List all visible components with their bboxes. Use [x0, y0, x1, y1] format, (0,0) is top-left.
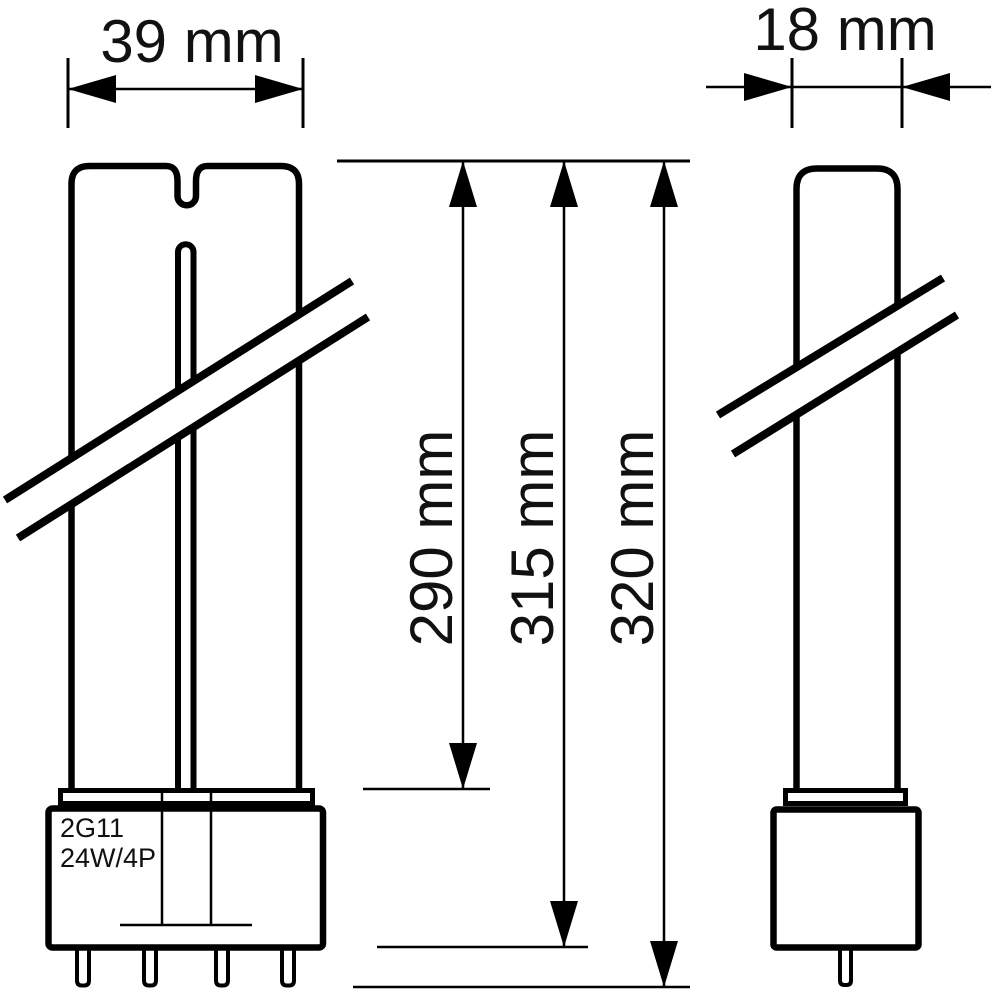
front-pin-4 — [280, 950, 296, 988]
dim18-label: 18 mm — [753, 0, 936, 63]
dimension-315mm: 315 mm — [377, 161, 588, 949]
front-tube-slot — [175, 241, 197, 790]
side-base-collar — [783, 788, 908, 806]
dimension-320mm: 320 mm — [353, 161, 690, 989]
front-base-collar — [58, 788, 315, 806]
front-break-line-lower — [15, 313, 371, 542]
front-pin-2 — [142, 950, 158, 988]
dimension-290mm: 290 mm — [363, 161, 490, 791]
dim320-arrow-down — [650, 941, 678, 987]
side-view-lamp — [715, 165, 960, 987]
dimension-39mm: 39 mm — [66, 8, 305, 128]
side-pin — [838, 950, 853, 987]
side-break-line-upper — [715, 274, 946, 419]
base-socket-label: 2G11 — [60, 813, 124, 843]
dim315-arrow-up — [550, 161, 578, 207]
dim315-label: 315 mm — [499, 430, 566, 647]
dim290-label: 290 mm — [398, 430, 465, 647]
dimension-18mm: 18 mm — [706, 0, 991, 128]
side-break-line-lower — [730, 311, 960, 458]
front-base-body — [45, 805, 327, 951]
front-break-band — [5, 281, 368, 538]
front-tube-outline — [68, 162, 303, 790]
dim320-label: 320 mm — [599, 430, 666, 647]
dim320-arrow-up — [650, 161, 678, 207]
side-tube-outline — [793, 165, 901, 790]
base-model-label: 24W/4P — [60, 843, 156, 873]
dim18-arrow-right — [902, 73, 950, 101]
front-pin-3 — [214, 950, 230, 988]
dim315-arrow-down — [550, 901, 578, 947]
dim18-arrow-left — [744, 73, 792, 101]
dim39-arrow-left — [68, 75, 116, 103]
dim39-arrow-right — [255, 75, 303, 103]
dim39-label: 39 mm — [100, 8, 283, 75]
side-break-band — [718, 278, 957, 454]
side-base-body — [770, 806, 922, 951]
dim290-arrow-down — [449, 743, 477, 789]
dim290-arrow-up — [449, 161, 477, 207]
front-pin-1 — [75, 950, 91, 988]
length-dimensions: 290 mm 315 mm 320 mm — [337, 159, 690, 989]
front-view-lamp: 2G11 24W/4P — [2, 162, 371, 988]
front-break-line-upper — [2, 277, 355, 504]
